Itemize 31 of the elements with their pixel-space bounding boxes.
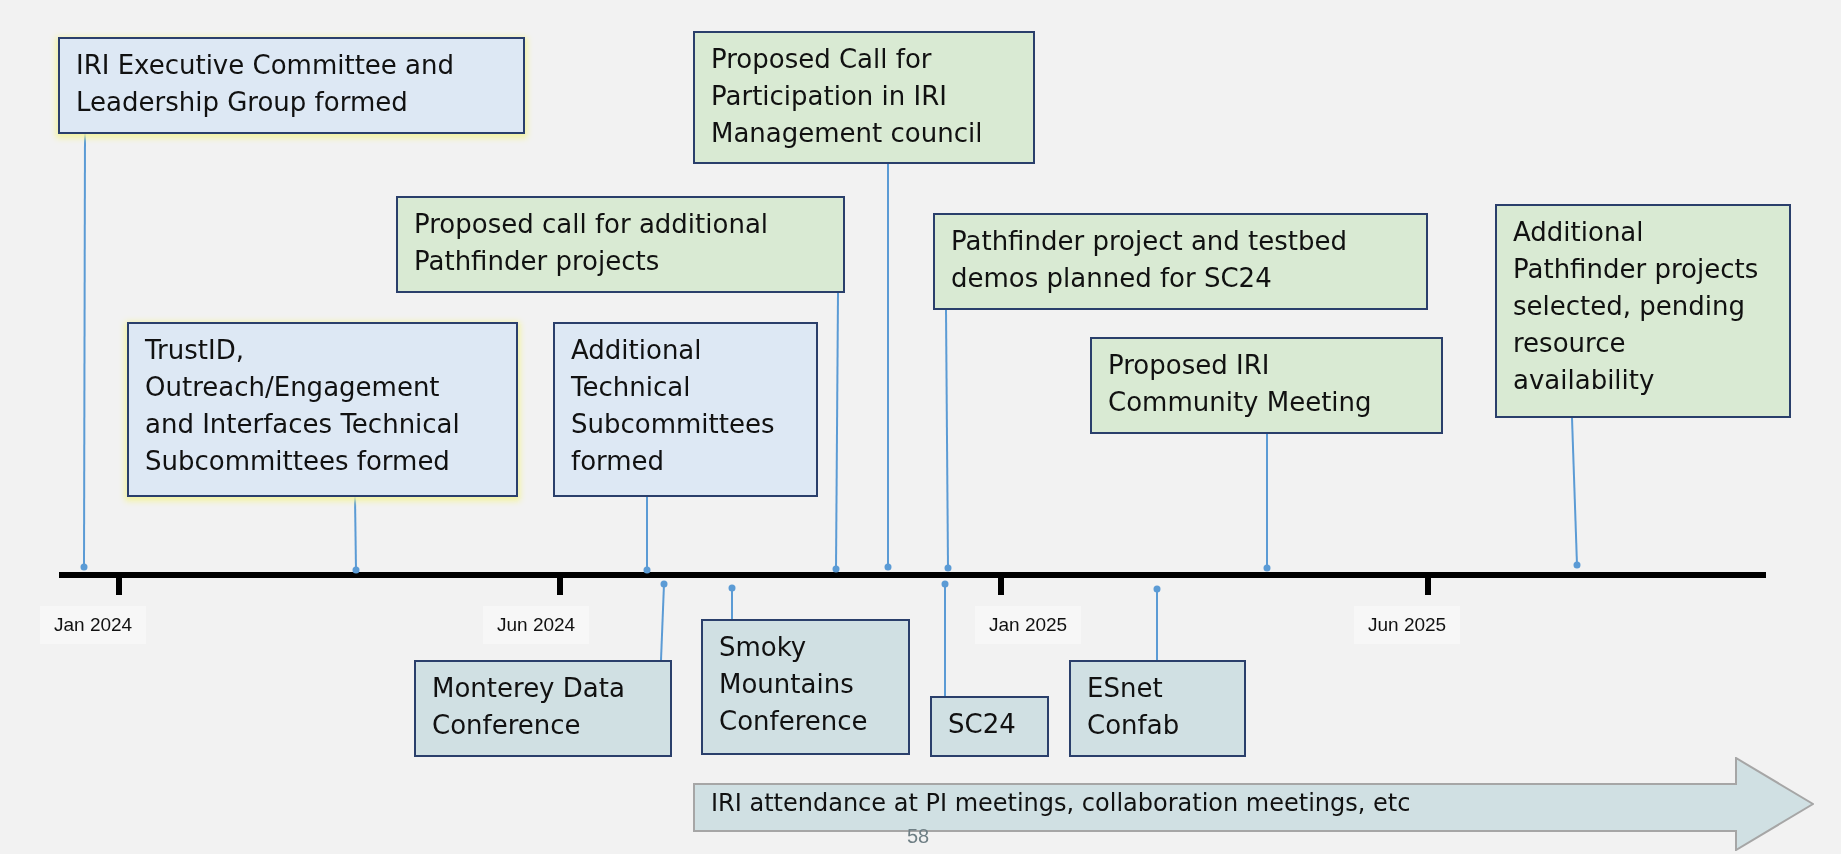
tick-label: Jun 2024: [483, 606, 590, 644]
banner-arrow: [693, 757, 1814, 851]
event-box: Smoky Mountains Conference: [701, 619, 910, 755]
tick-label: Jan 2025: [975, 606, 1082, 644]
milestone-box: Pathfinder project and testbed demos planned for SC24: [933, 213, 1428, 310]
milestone-box: IRI Executive Committee and Leadership Group formed: [58, 37, 525, 134]
leader-line: [1571, 417, 1581, 569]
event-box: ESnet Confab: [1069, 660, 1246, 757]
leader-line: [728, 584, 736, 620]
milestone-box: Proposed Call for Participation in IRI Management council: [693, 31, 1035, 164]
leader-line: [944, 309, 952, 572]
event-box: Monterey Data Conference: [414, 660, 672, 757]
leader-line: [660, 580, 668, 661]
page-number: 58: [907, 825, 930, 848]
milestone-box: Proposed IRI Community Meeting: [1090, 337, 1443, 434]
leader-line: [941, 580, 949, 697]
leader-line: [1263, 433, 1271, 572]
tick-label: Jun 2025: [1354, 606, 1461, 644]
milestone-box: Additional Technical Subcommittees formed: [553, 322, 818, 497]
milestone-box: Proposed call for additional Pathfinder projects: [396, 196, 845, 293]
leader-line: [1153, 585, 1161, 661]
milestone-box: Additional Pathfinder projects selected, pending resource availability: [1495, 204, 1791, 418]
banner-text: IRI attendance at PI meetings, collaboration meetings, etc: [711, 788, 1411, 819]
tick-label: Jan 2024: [40, 606, 147, 644]
event-box: SC24: [930, 696, 1049, 757]
leader-line: [884, 163, 892, 571]
leader-line: [832, 292, 840, 573]
leader-line: [80, 133, 88, 571]
milestone-box: TrustID, Outreach/Engagement and Interfaces Technical Subcommittees formed: [127, 322, 518, 497]
leader-line: [352, 496, 360, 574]
leader-line: [643, 496, 651, 574]
